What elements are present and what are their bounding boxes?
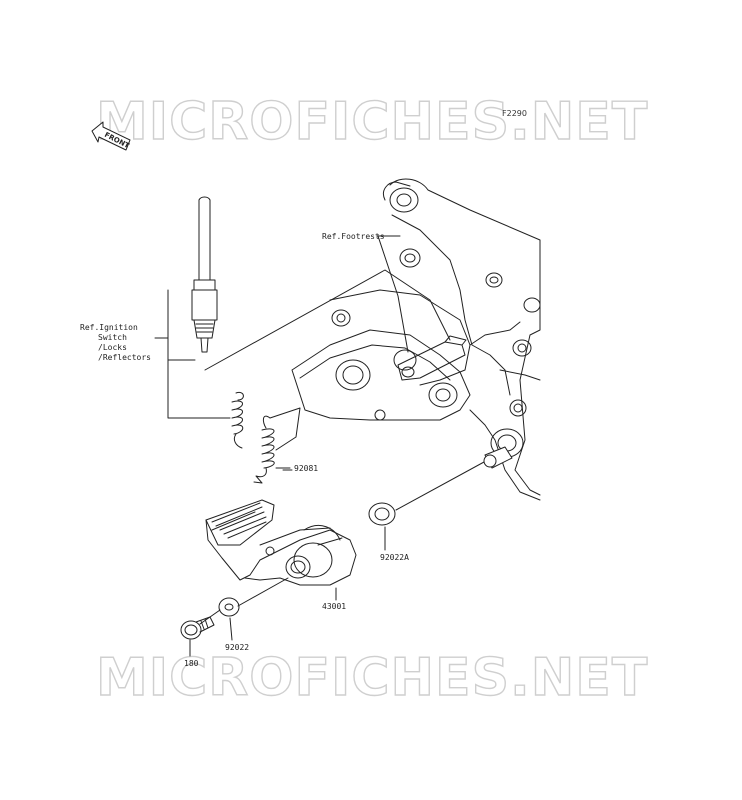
callout-92081: 92081: [294, 464, 319, 473]
watermark-bottom: MICROFICHES.NET: [95, 648, 649, 708]
callout-92022A: 92022A: [380, 553, 409, 562]
washer-92022A: [368, 502, 396, 526]
brake-light-switch: [191, 196, 218, 353]
return-spring: [253, 407, 301, 484]
callout-ref-ignition-line3: /Locks: [98, 343, 127, 352]
brake-light-switch-mount: [397, 335, 467, 381]
switch-spring: [231, 391, 244, 449]
frame-bracket: [291, 178, 541, 501]
pivot-shaft: [483, 428, 524, 469]
watermark-top: MICROFICHES.NET: [95, 92, 649, 152]
callout-ref-footrests: Ref.Footrests: [322, 232, 385, 241]
callout-ref-ignition-line2: Switch: [98, 333, 127, 342]
front-arrow-icon: FRONT: [91, 121, 131, 151]
callout-43001: 43001: [322, 602, 347, 611]
ignition-leader: [159, 289, 231, 419]
bolt-180: [180, 616, 215, 640]
callout-ref-ignition-line4: /Reflectors: [98, 353, 151, 362]
callout-180: 180: [184, 659, 199, 668]
callout-92022: 92022: [225, 643, 250, 652]
brake-pedal: [205, 499, 357, 586]
washer-92022: [218, 597, 240, 617]
callout-ref-ignition-line1: Ref.Ignition: [80, 323, 138, 332]
figure-code: F2290: [502, 109, 527, 118]
